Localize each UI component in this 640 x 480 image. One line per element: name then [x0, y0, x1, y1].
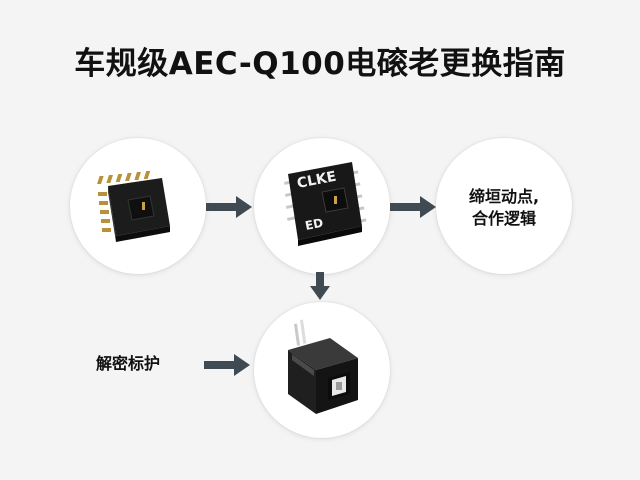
step-4-circle: [254, 302, 390, 438]
side-label: 解密标护: [96, 354, 161, 373]
arrow-right-3: [204, 354, 250, 380]
chip-marking-top: CLKE: [296, 169, 338, 192]
page-title: 车规级AEC-Q100电磙老更换指南: [74, 46, 566, 82]
sensor-chip-icon: [97, 171, 170, 242]
step-3-circle: 缔垣动点, 合作逻辑: [436, 138, 572, 274]
arrow-right-1: [206, 196, 252, 222]
chip-marking-bottom: ED: [304, 216, 325, 233]
step-3-line-1: 缔垣动点,: [468, 187, 540, 206]
step-3-line-2: 合作逻辑: [471, 209, 536, 228]
arrow-right-2: [390, 196, 436, 222]
step-3-text: 缔垣动点, 合作逻辑: [436, 186, 572, 230]
module-cube-icon: [288, 319, 358, 414]
step-2-circle: CLKE ED: [254, 138, 390, 274]
arrow-down: [310, 272, 330, 304]
marked-chip-icon: CLKE ED: [284, 162, 367, 246]
step-1-circle: [70, 138, 206, 274]
